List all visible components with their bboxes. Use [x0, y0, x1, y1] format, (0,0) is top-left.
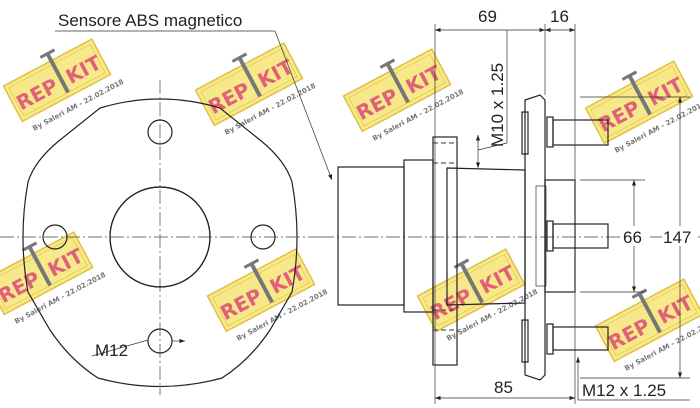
sensor-label: Sensore ABS magnetico — [58, 11, 242, 30]
flange-outline — [22, 98, 298, 388]
bolt-hole-left — [42, 224, 68, 250]
dim-16: 16 — [550, 7, 569, 26]
housing-flange — [432, 136, 458, 366]
dim-147: 147 — [663, 228, 691, 247]
wheel-stud-middle — [552, 223, 609, 249]
repkit-watermark-logo: REP KIT By Saleri AM - 22.02.2018 — [194, 42, 317, 137]
bolt-hole-right — [250, 224, 276, 250]
dim-66: 66 — [623, 228, 642, 247]
thread-m12-side-label: M12 x 1.25 — [582, 381, 666, 400]
side-view: 69 16 66 147 85 M12 x 1.25 M10 x 1.25 — [320, 7, 700, 404]
repkit-watermark-logo: REP KIT By Saleri AM - 22.02.2018 — [206, 248, 329, 343]
abs-sensor-ring — [337, 166, 405, 306]
watermarks: REP KIT By Saleri AM - 22.02.2018 REP KI… — [0, 38, 700, 373]
front-view: M12 — [0, 80, 320, 395]
bolt-hole-top — [147, 119, 173, 145]
wheel-stud-bottom — [552, 326, 609, 351]
wheel-flange — [524, 94, 546, 381]
dim-69: 69 — [478, 7, 497, 26]
repkit-watermark-logo: REP KIT By Saleri AM - 22.02.2018 — [584, 60, 700, 155]
repkit-watermark-logo: REP KIT By Saleri AM - 22.02.2018 — [2, 38, 125, 133]
hatched-ring — [403, 159, 434, 313]
wheel-stud-top — [552, 119, 609, 146]
thread-m12-front-label: M12 — [95, 341, 128, 360]
repkit-watermark-logo: REP KIT By Saleri AM - 22.02.2018 — [594, 278, 700, 373]
repkit-watermark-logo: REP KIT By Saleri AM - 22.02.2018 — [342, 48, 465, 143]
dim-85: 85 — [494, 378, 513, 397]
thread-m10-label: M10 x 1.25 — [488, 63, 507, 147]
hub-pilot — [544, 179, 576, 293]
